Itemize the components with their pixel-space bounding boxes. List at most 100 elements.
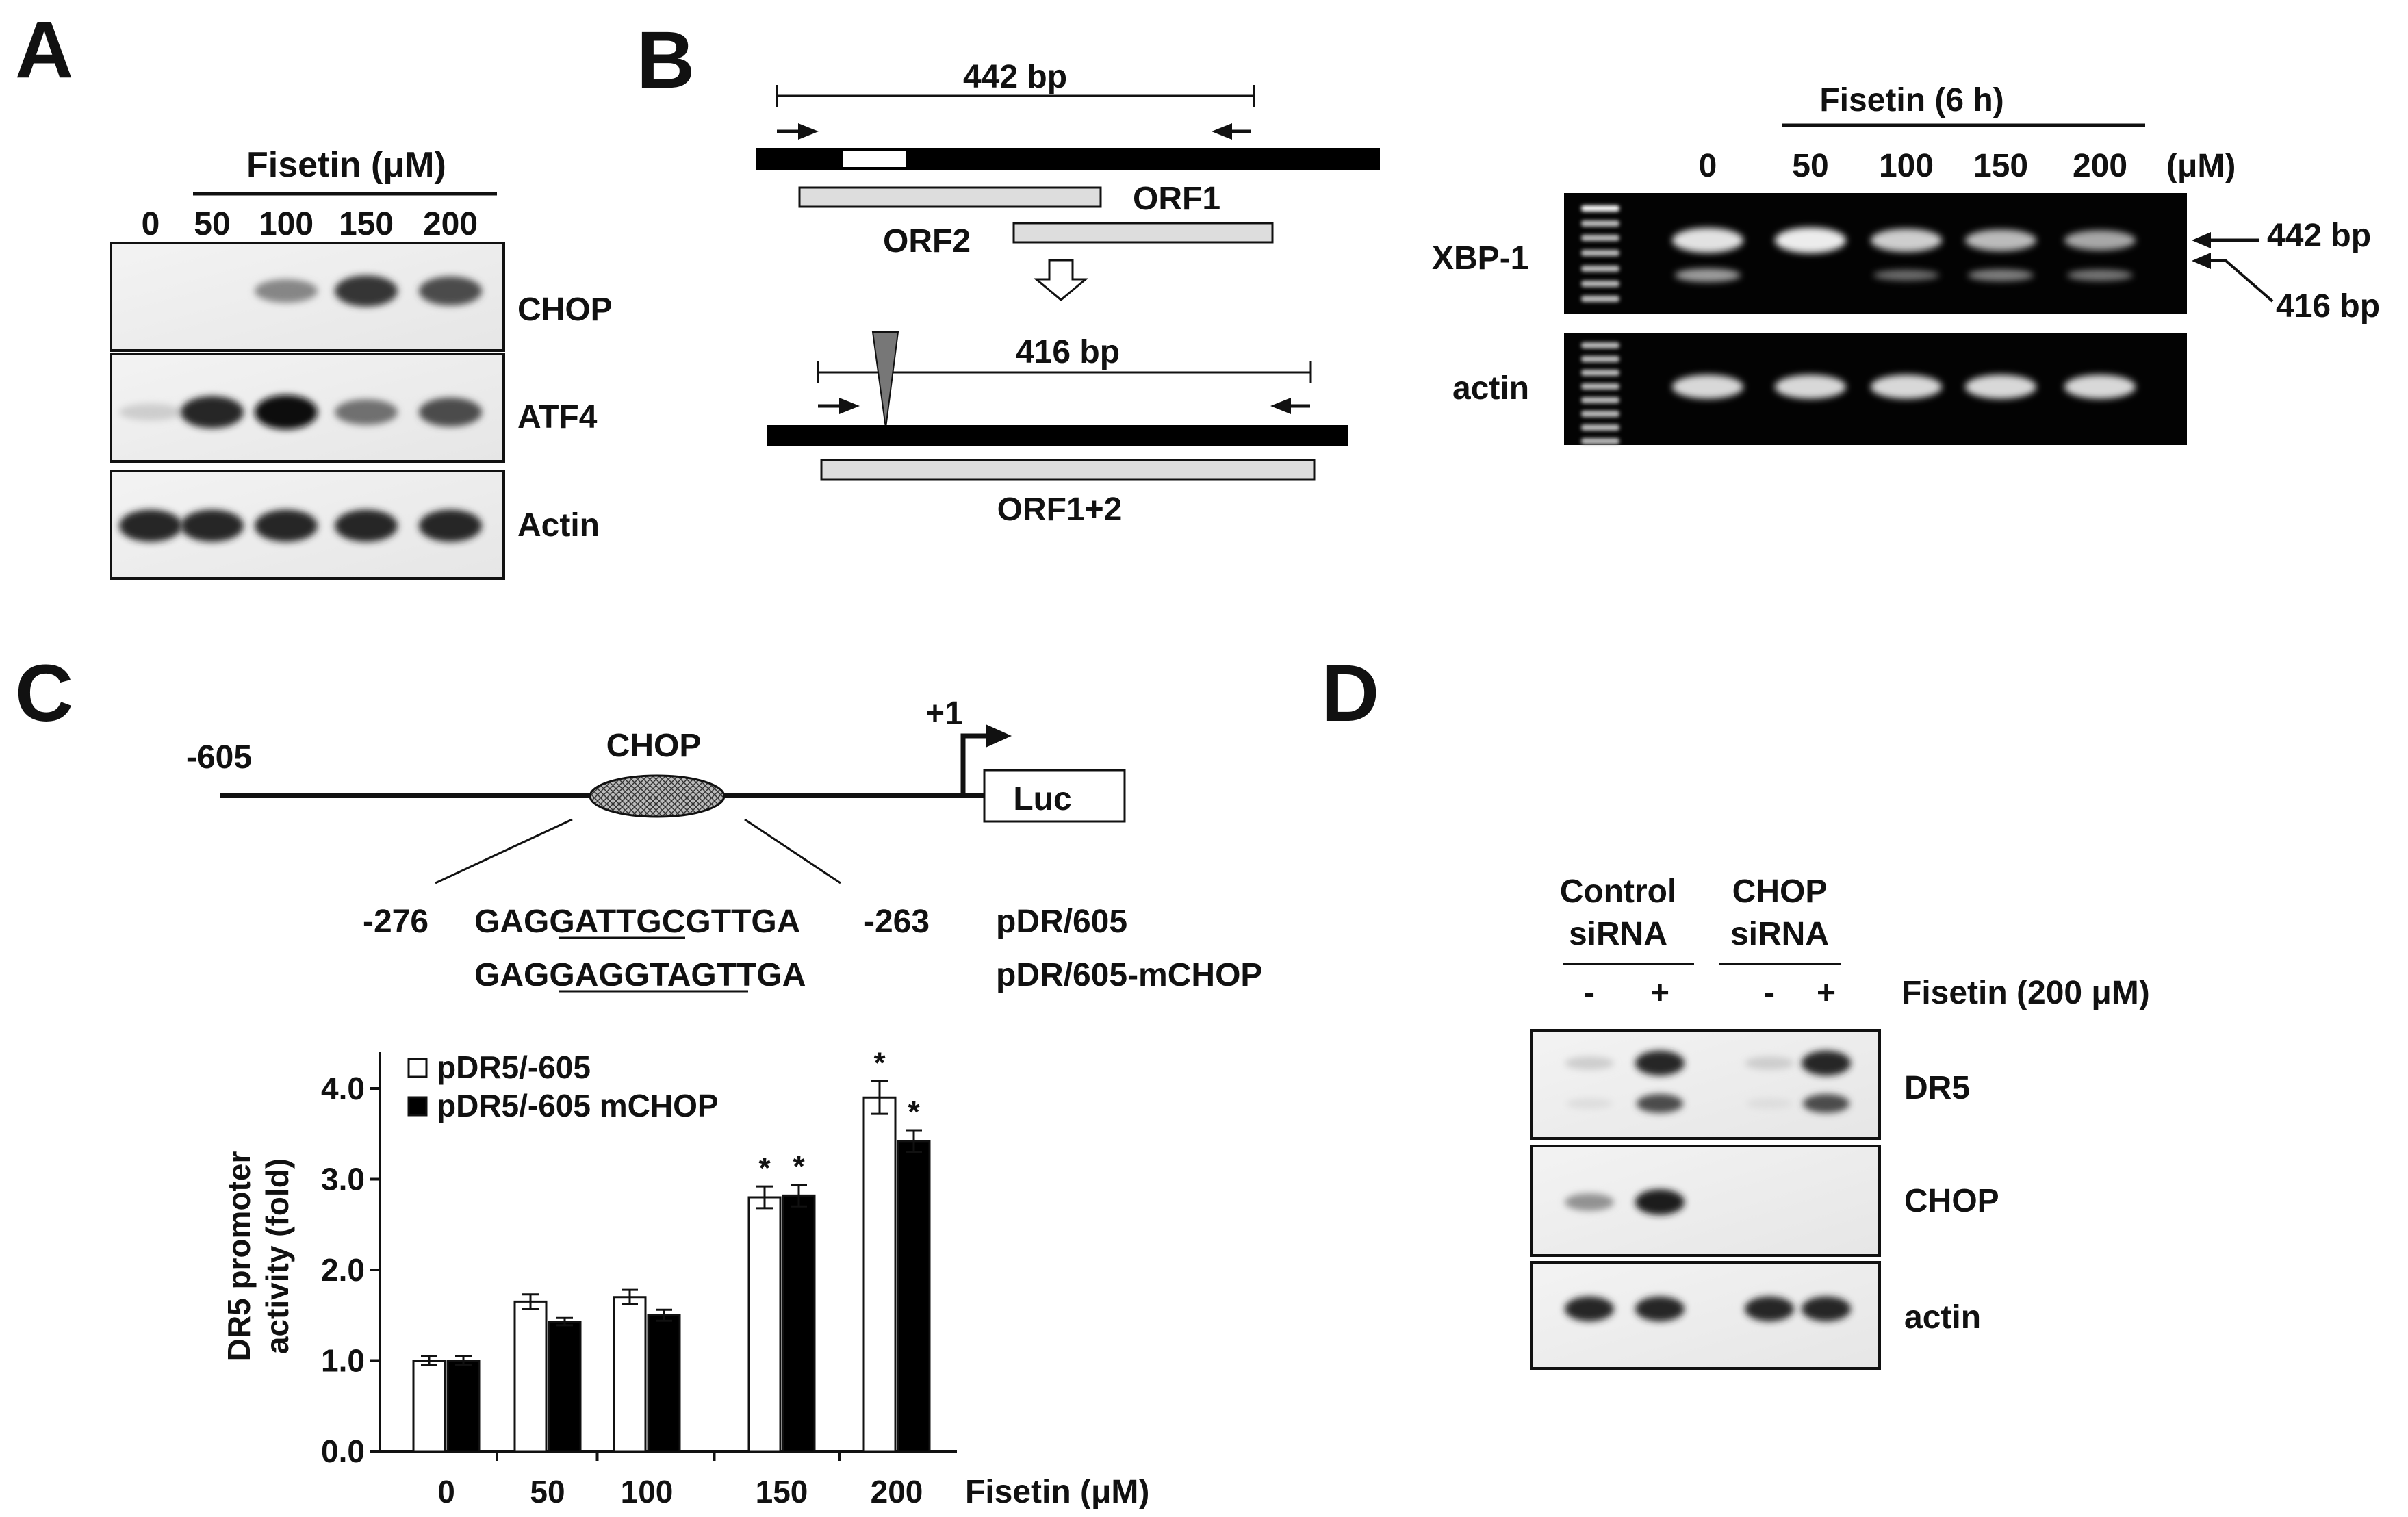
blot-label-chop: CHOP [517, 292, 613, 328]
panel-letter-a: A [15, 5, 73, 95]
orf12-bar [820, 459, 1316, 481]
blot-band [1802, 1296, 1851, 1322]
bar-pdr5-605 [513, 1300, 548, 1453]
gel-band [1965, 374, 2036, 399]
x-tick-label: 200 [871, 1474, 923, 1509]
gel-band-spliced [1968, 269, 2034, 281]
y-axis-label: DR5 promoteractivity (fold) [221, 1151, 295, 1362]
wt-sequence: GAGGATTGCGTTGA [474, 904, 800, 940]
gel-dose-label: 200 [2073, 148, 2127, 184]
y-tick-label: 4.0 [321, 1071, 365, 1106]
ladder-band [1581, 205, 1619, 212]
promoter-start-label: -605 [186, 739, 252, 776]
ladder-band [1581, 356, 1619, 362]
tss-arrow-head [986, 724, 1012, 748]
blot-label-actin: Actin [517, 507, 600, 544]
mut-seq-pre: GAGG [474, 957, 575, 993]
ladder-band [1581, 266, 1619, 272]
zoom-line-left [435, 818, 573, 884]
x-tick-label: 0 [437, 1474, 455, 1509]
panel-d: D Control siRNA CHOP siRNA - + - + Fiset… [1321, 648, 2150, 1370]
significance-mark: * [758, 1151, 771, 1185]
panel-a: A Fisetin (μM) 0 50 100 150 200 CHOP ATF… [15, 5, 613, 580]
dna-ladder [1581, 205, 1619, 444]
ladder-band [1581, 383, 1619, 390]
marker-label-416: 416 bp [2276, 288, 2380, 324]
lane-sign: - [1764, 975, 1775, 1011]
blot-band [419, 509, 482, 542]
x-axis-label: Fisetin (μM) [965, 1474, 1149, 1510]
ladder-band [1581, 250, 1619, 256]
gel-band-spliced [1873, 270, 1939, 281]
pos-left-label: -276 [363, 904, 428, 940]
blot-band [335, 509, 398, 542]
lane-sign: + [1817, 975, 1836, 1011]
ladder-band [1581, 424, 1619, 431]
tss-label: +1 [925, 696, 963, 732]
bar-pdr5-605-mchop [446, 1360, 481, 1453]
blot-band [119, 509, 182, 542]
blot-band [1565, 1296, 1614, 1322]
wt-seq-pre: GAGG [474, 904, 575, 940]
gel-band [1775, 227, 1846, 253]
mut-seq-site: AGGTAG [575, 957, 717, 993]
gel-xbp1 [1564, 193, 2187, 314]
bar-pdr5-605 [613, 1296, 647, 1453]
bar-pdr5-605-mchop [548, 1321, 582, 1453]
ladder-band [1581, 370, 1619, 376]
gel-band-spliced [1675, 268, 1741, 282]
blot-band [1637, 1094, 1683, 1113]
panel-a-treatment-label: Fisetin (μM) [246, 145, 446, 185]
blot-band [1565, 1193, 1614, 1211]
blot-label-chop-d: CHOP [1904, 1183, 1999, 1219]
orf2-bar [798, 186, 1102, 208]
gel-dose-label: 50 [1792, 148, 1828, 184]
ladder-band [1581, 296, 1619, 302]
panel-a-bands [119, 275, 482, 542]
mut-construct-name: pDR/605-mCHOP [996, 957, 1262, 993]
luc-reporter-box [983, 769, 1126, 823]
ladder-band [1581, 220, 1619, 227]
blot-band [1635, 1050, 1685, 1076]
blot-label-atf4: ATF4 [517, 399, 598, 435]
gel-band [1871, 374, 1942, 399]
orf1-label: ORF1 [1133, 181, 1220, 217]
blot-band [1745, 1056, 1794, 1070]
x-tick-label: 50 [530, 1474, 565, 1509]
ladder-band [1581, 281, 1619, 287]
y-axis-label-line2: activity (fold) [259, 1158, 295, 1354]
pos-right-label: -263 [864, 904, 930, 940]
legend-swatch-filled [407, 1096, 428, 1117]
panel-d-bands [1565, 1050, 1851, 1322]
blot-band [255, 279, 318, 303]
ladder-band [1581, 342, 1619, 348]
gel-label-actin: actin [1452, 370, 1529, 407]
chop-site-label: CHOP [606, 728, 702, 764]
y-axis-label-line1: DR5 promoter [221, 1151, 257, 1362]
blot-band [419, 397, 482, 427]
blot-band [419, 276, 482, 306]
group-label-chop-line2: siRNA [1730, 916, 1829, 952]
y-tick-label: 3.0 [321, 1162, 365, 1197]
gel-band [1775, 374, 1846, 399]
splice-site-marker [871, 331, 899, 429]
blot-band [255, 509, 318, 542]
gel-dose-label: 150 [1973, 148, 2028, 184]
significance-mark: * [908, 1095, 920, 1129]
reverse-primer-arrow-bottom [1270, 398, 1310, 414]
tss-arrow-line [960, 733, 991, 795]
xbp1-spliced-bar [767, 425, 1348, 446]
blot-band [181, 396, 244, 429]
lane-sign: - [1584, 975, 1595, 1011]
wt-seq-site: ATTGCG [575, 904, 711, 940]
gel-band [1965, 229, 2036, 251]
y-tick-label: 2.0 [321, 1252, 365, 1288]
blot-band [1802, 1050, 1851, 1076]
gel-band-spliced [2067, 269, 2133, 281]
marker-arrow-416 [2192, 253, 2274, 303]
reverse-primer-arrow-top [1212, 123, 1251, 140]
blot-band [1746, 1098, 1793, 1109]
blot-band [1635, 1296, 1685, 1322]
gel-band [1672, 374, 1743, 399]
